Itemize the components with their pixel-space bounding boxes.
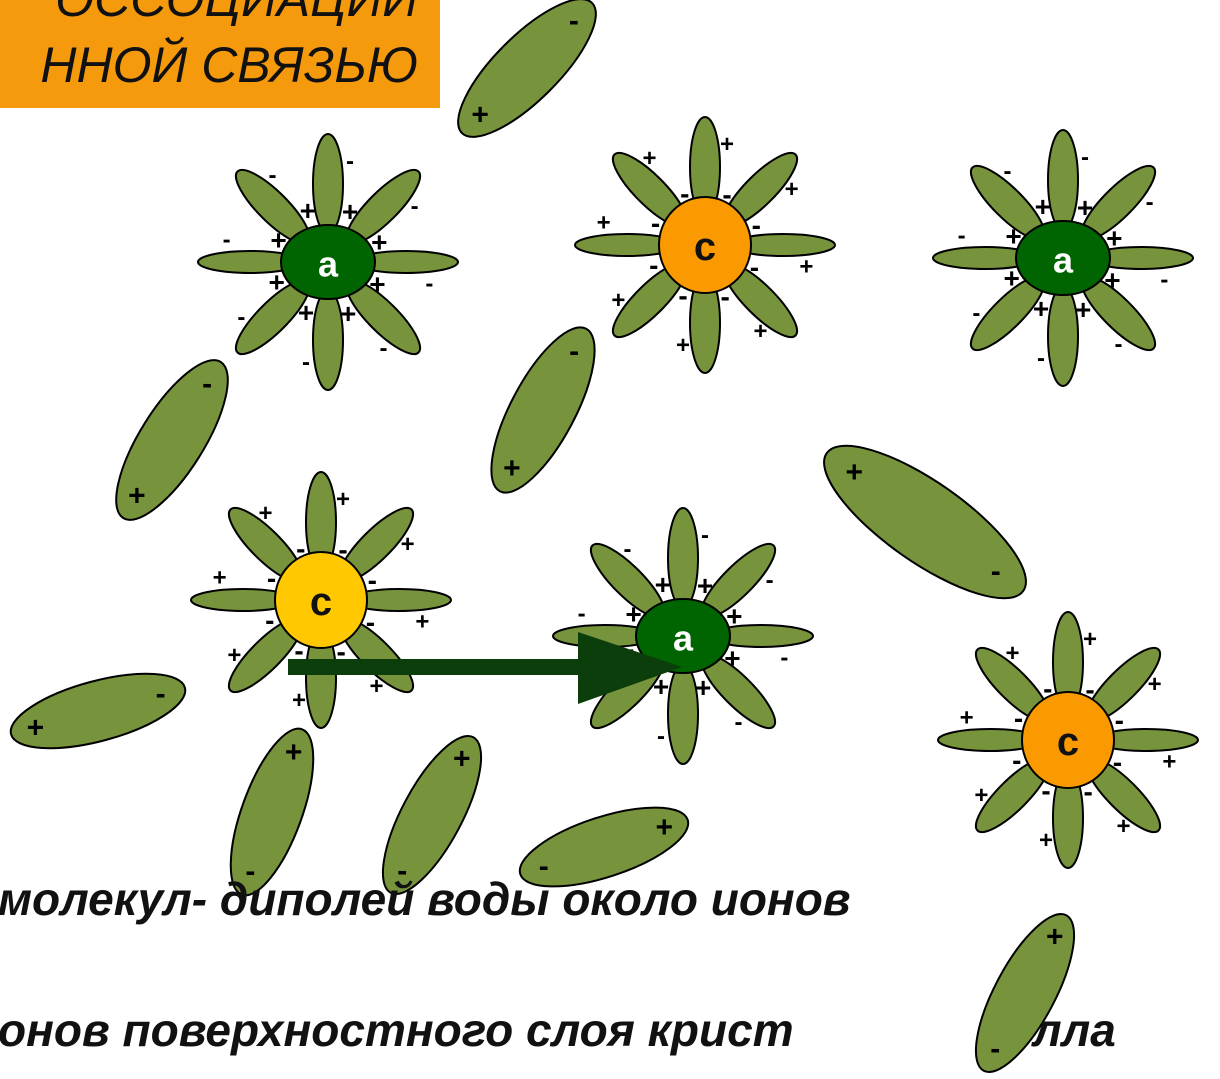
minus-sign: - xyxy=(990,1032,1000,1065)
minus-sign: - xyxy=(1146,189,1154,216)
minus-sign: - xyxy=(972,300,980,327)
plus-sign: + xyxy=(453,743,471,776)
plus-sign: + xyxy=(370,673,384,700)
minus-sign: - xyxy=(735,709,743,736)
minus-sign: - xyxy=(346,148,354,175)
plus-sign: + xyxy=(503,452,521,485)
minus-sign: - xyxy=(958,223,966,250)
plus-sign: + xyxy=(799,254,813,281)
cation-label: с xyxy=(310,580,332,624)
minus-sign: - xyxy=(569,5,579,38)
plus-sign: + xyxy=(1046,921,1064,954)
plus-sign: + xyxy=(676,332,690,359)
plus-sign: + xyxy=(1148,671,1162,698)
minus-sign: - xyxy=(1081,144,1089,171)
plus-sign: + xyxy=(300,195,316,226)
plus-sign: + xyxy=(1035,191,1051,222)
anion-label: а xyxy=(318,244,339,285)
minus-sign: - xyxy=(1037,345,1045,372)
minus-sign: - xyxy=(237,304,245,331)
caption-line-2: онов поверхностного слоя крист xyxy=(0,1003,794,1057)
minus-sign: - xyxy=(569,335,579,368)
caption-line-2-tail: лла xyxy=(1033,1003,1116,1057)
minus-sign: - xyxy=(411,193,419,220)
minus-sign: - xyxy=(578,601,586,628)
water-dipole xyxy=(1048,130,1078,230)
cation-label: с xyxy=(1057,720,1079,764)
free-water-dipole xyxy=(472,314,615,507)
plus-sign: + xyxy=(227,642,241,669)
minus-sign: - xyxy=(780,645,788,672)
plus-sign: + xyxy=(258,500,272,527)
plus-sign: + xyxy=(128,480,146,513)
minus-sign: - xyxy=(380,335,388,362)
minus-sign: - xyxy=(1003,158,1011,185)
plus-sign: + xyxy=(754,318,768,345)
plus-sign: + xyxy=(336,486,350,513)
plus-sign: + xyxy=(720,131,734,158)
plus-sign: + xyxy=(655,811,673,844)
plus-sign: + xyxy=(285,736,303,769)
free-water-dipole xyxy=(439,0,614,156)
minus-sign: - xyxy=(202,367,212,400)
minus-sign: - xyxy=(766,567,774,594)
minus-sign: - xyxy=(657,723,665,750)
plus-sign: + xyxy=(785,176,799,203)
plus-sign: + xyxy=(655,569,671,600)
minus-sign: - xyxy=(156,678,166,711)
water-dipole xyxy=(313,134,343,234)
minus-sign: - xyxy=(623,536,631,563)
minus-sign: - xyxy=(991,555,1001,588)
anion-label: а xyxy=(673,618,694,659)
plus-sign: + xyxy=(1117,813,1131,840)
minus-sign: - xyxy=(223,227,231,254)
plus-sign: + xyxy=(642,145,656,172)
free-water-dipole xyxy=(804,420,1046,623)
free-water-dipole xyxy=(96,345,248,535)
plus-sign: + xyxy=(1005,640,1019,667)
plus-sign: + xyxy=(1083,626,1097,653)
minus-sign: - xyxy=(1115,331,1123,358)
plus-sign: + xyxy=(401,531,415,558)
plus-sign: + xyxy=(27,711,45,744)
minus-sign: - xyxy=(268,162,276,189)
plus-sign: + xyxy=(213,565,227,592)
water-dipole xyxy=(668,664,698,764)
caption-line-1: молекул- диполей воды около ионов xyxy=(0,872,851,926)
water-dipole xyxy=(313,290,343,390)
plus-sign: + xyxy=(292,687,306,714)
water-dipole xyxy=(668,508,698,608)
minus-sign: - xyxy=(701,522,709,549)
minus-sign: - xyxy=(302,349,310,376)
plus-sign: + xyxy=(415,609,429,636)
plus-sign: + xyxy=(1039,827,1053,854)
minus-sign: - xyxy=(1160,267,1168,294)
plus-sign: + xyxy=(1162,749,1176,776)
arrow-shaft xyxy=(288,659,588,675)
minus-sign: - xyxy=(425,271,433,298)
plus-sign: + xyxy=(597,210,611,237)
plus-sign: + xyxy=(471,98,489,131)
cation-label: с xyxy=(694,225,716,269)
plus-sign: + xyxy=(974,782,988,809)
plus-sign: + xyxy=(611,287,625,314)
anion-label: а xyxy=(1053,240,1074,281)
plus-sign: + xyxy=(960,705,974,732)
plus-sign: + xyxy=(845,456,863,489)
water-dipole xyxy=(1048,286,1078,386)
